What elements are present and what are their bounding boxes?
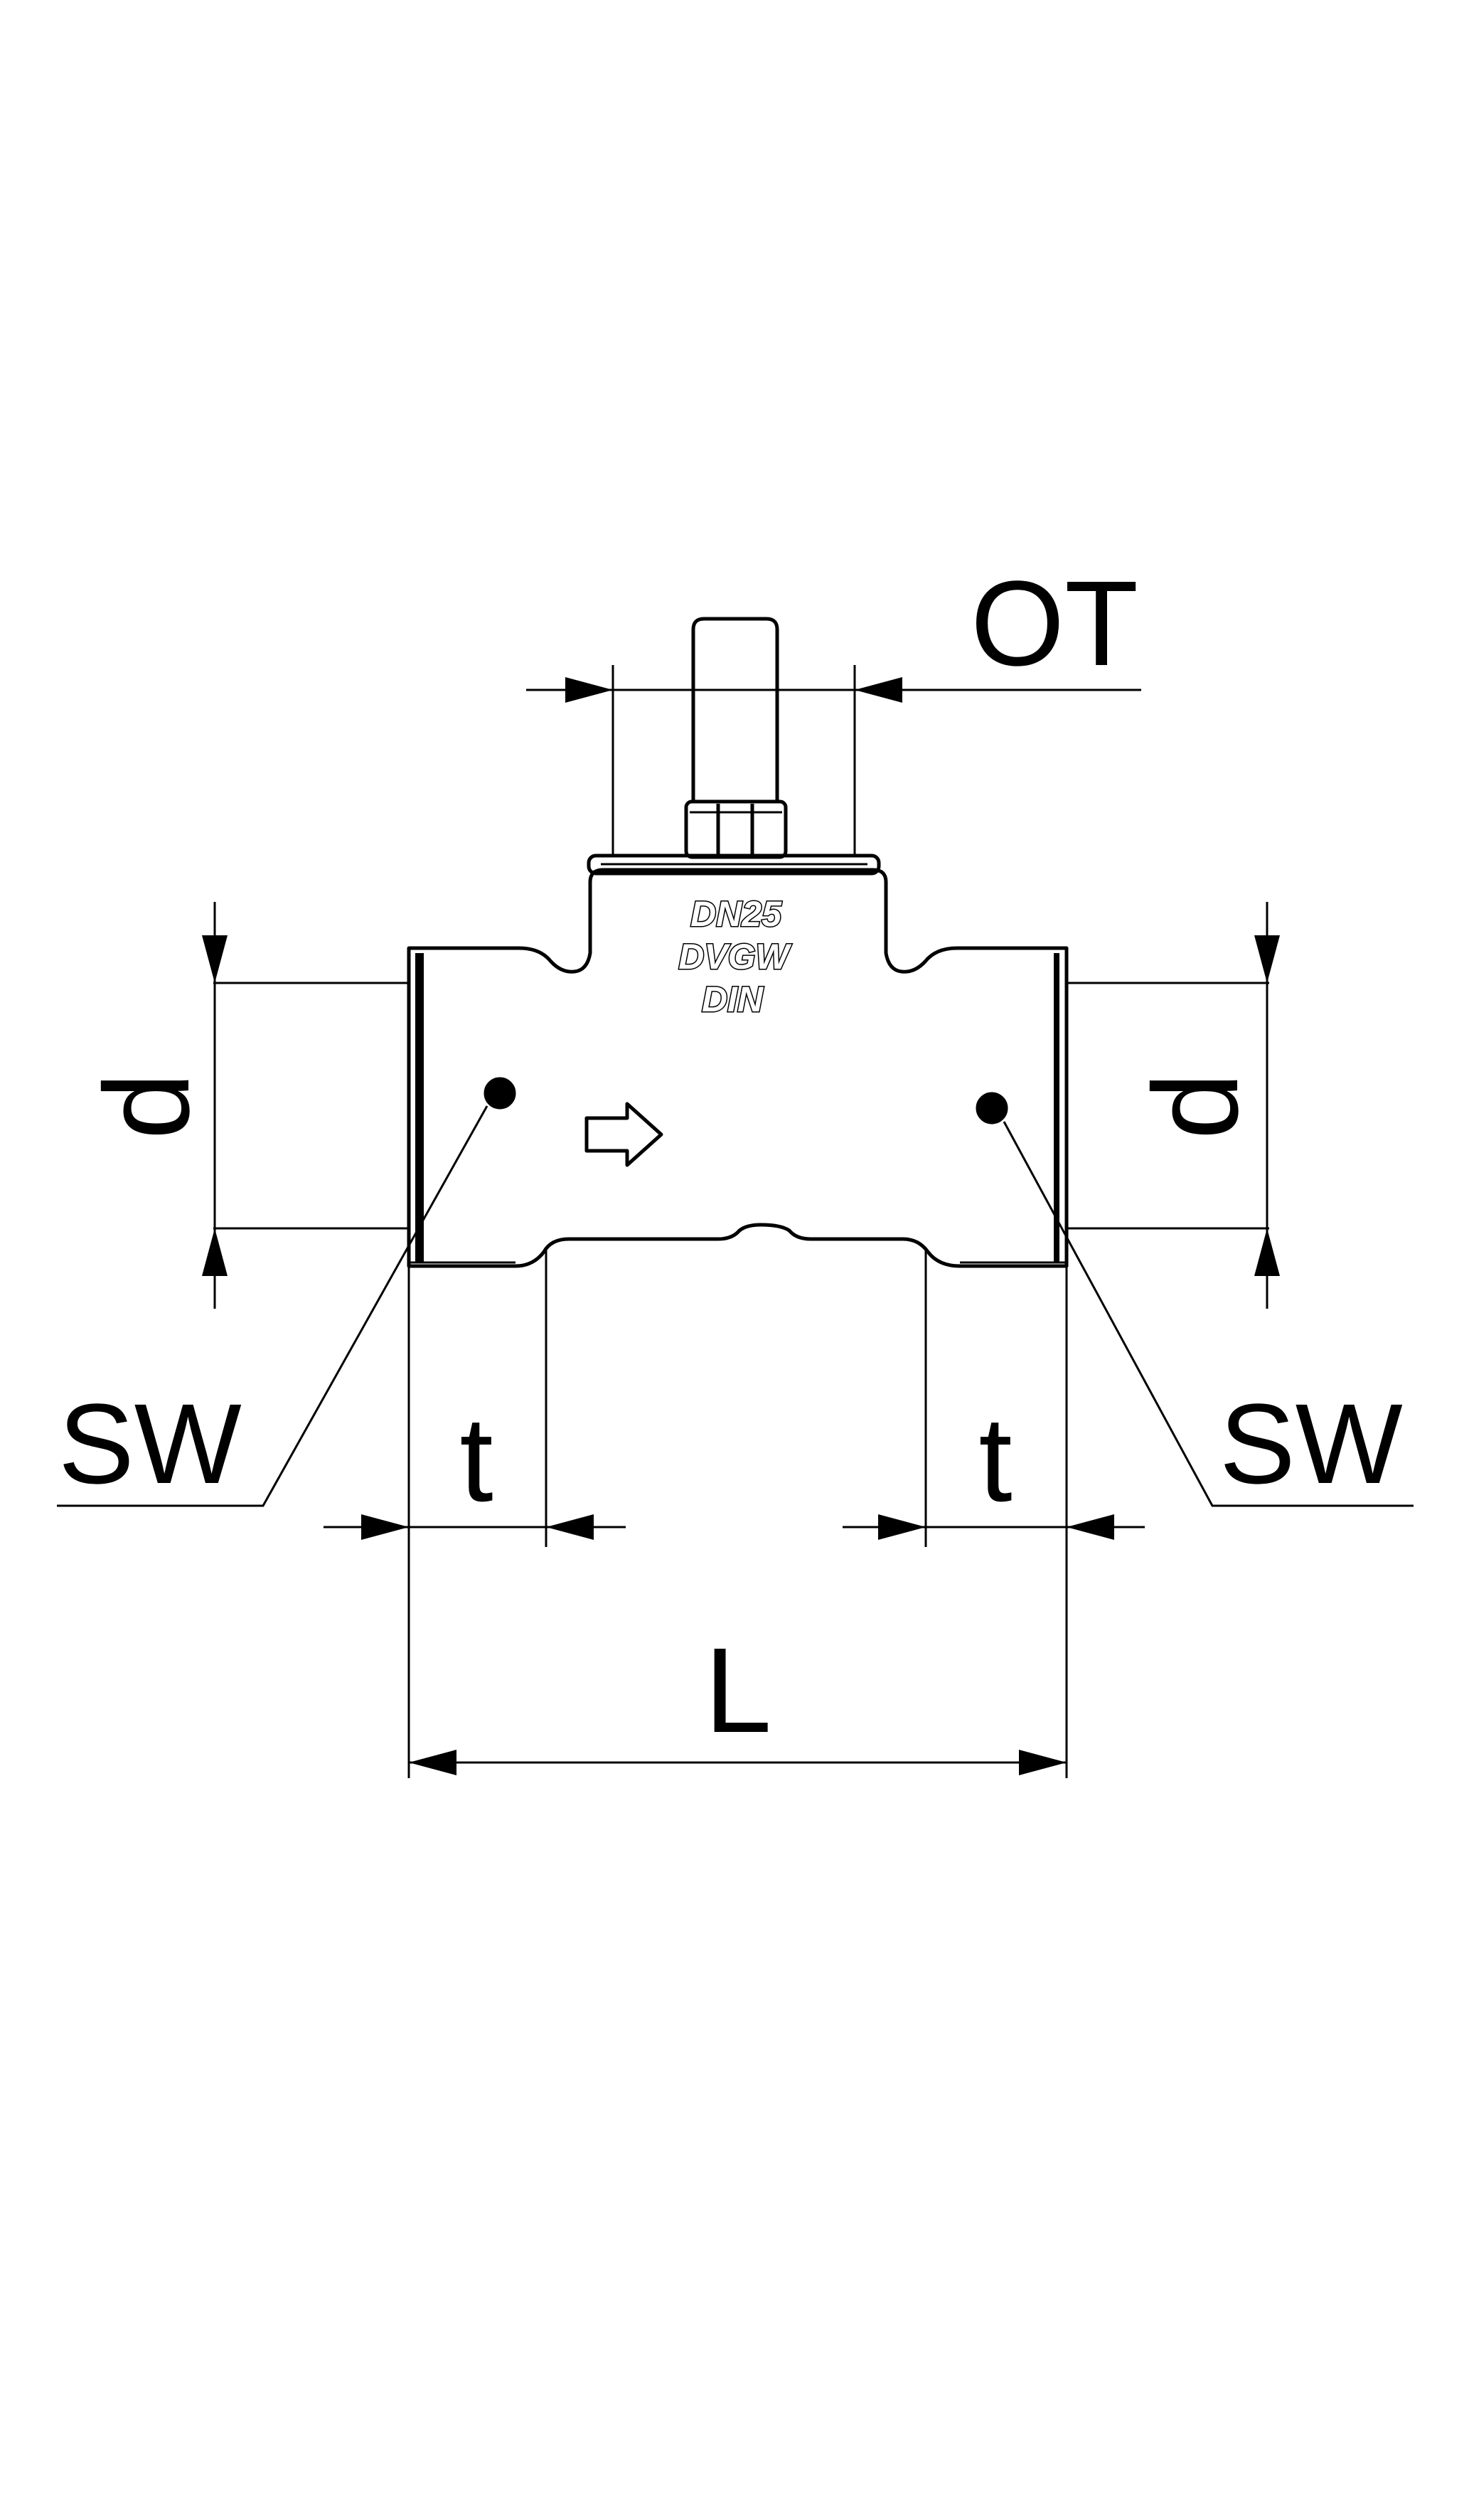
dimension-d-right [1067,902,1280,1309]
fusion-leader-left [57,1105,488,1507]
ot-arrow-left [565,677,613,703]
nut [684,799,788,859]
d-right-arrow-top [1254,935,1280,983]
marking-line-2: DVGW [678,937,791,977]
fusion-points [57,1077,1414,1507]
d-left-arrow-bottom [202,1228,228,1276]
cutter-shaft [691,617,779,802]
fusion-point-right-label: SW [1219,1380,1403,1507]
body-marking: DN25 DVGW DIN [678,893,793,1021]
t-left-arrow-outer [361,1514,409,1540]
dimension-d-left [202,902,409,1309]
d-left-arrow-top [202,935,228,983]
diameter-right-label: d [1128,1073,1264,1140]
fusion-point-right-dot [976,1092,1008,1125]
fusion-point-left-label: SW [58,1380,242,1507]
t-right-arrow-inner [878,1514,926,1540]
diameter-left-label: d [80,1073,215,1140]
t-left-arrow-inner [546,1514,594,1540]
fitting-body [407,868,1069,1268]
marking-line-1: DN25 [690,894,782,934]
marking-line-3: DIN [702,979,764,1019]
offtake-assembly [587,617,881,876]
socket-depth-right-label: t [978,1392,1012,1527]
l-arrow-left [409,1750,456,1775]
dimension-t-right [843,1248,1145,1778]
dimension-ot [526,665,1141,857]
body-outline [407,868,1069,1268]
socket-depth-left-label: t [459,1392,493,1527]
dimension-l [409,1750,1067,1775]
l-arrow-right [1019,1750,1067,1775]
dimension-t-left [324,1248,626,1778]
ot-arrow-right [855,677,902,703]
t-right-arrow-outer [1067,1514,1114,1540]
d-right-arrow-bottom [1254,1228,1280,1276]
fusion-point-left-dot [484,1077,516,1110]
offtake-width-label: OT [971,556,1138,691]
flow-direction-arrow-icon [584,1102,663,1167]
fusion-leader-right [1003,1121,1414,1507]
overall-length-label: L [705,1623,772,1758]
